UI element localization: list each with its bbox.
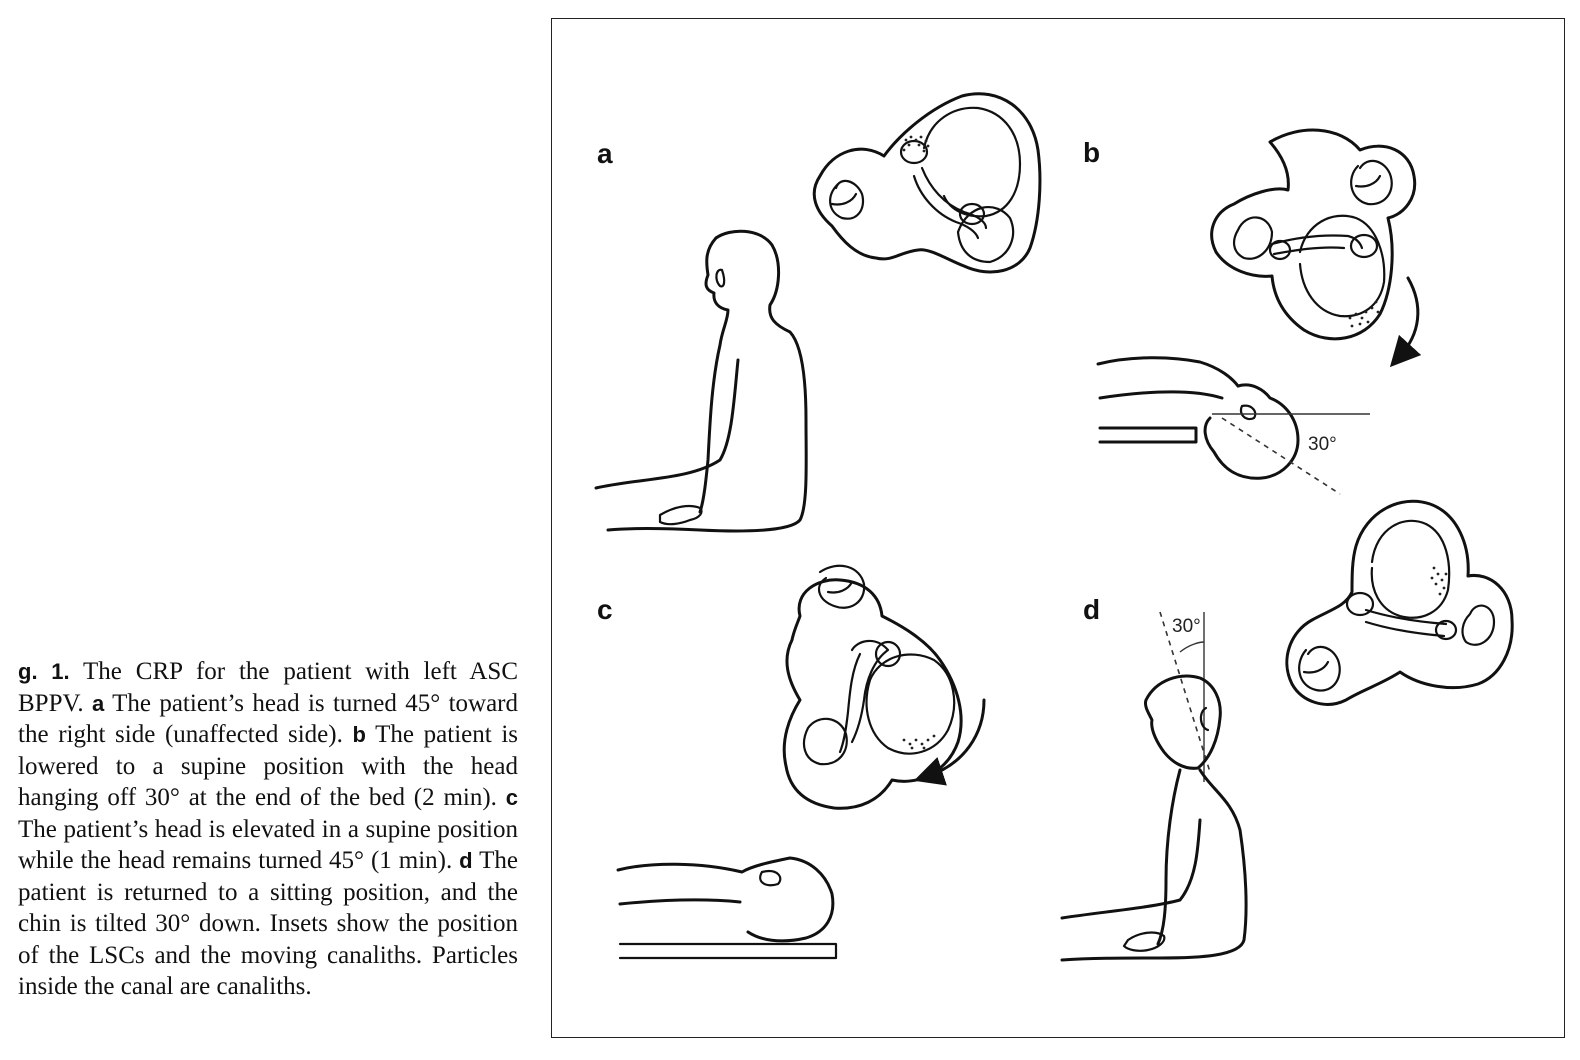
rotation-arrow-c — [913, 698, 986, 786]
labyrinth-inset-a — [812, 92, 1042, 274]
caption-text-c: The patient’s head is elevated in a supi… — [18, 815, 518, 875]
labyrinth-inset-b — [1210, 128, 1422, 368]
caption-text-b: The patient is lowered to a supine posit… — [18, 721, 519, 811]
labyrinth-inset-c — [782, 564, 986, 810]
caption-ref-d: d — [459, 848, 473, 873]
caption-ref-a: a — [91, 690, 105, 716]
rotation-arrow-b — [1389, 276, 1422, 368]
caption-text-a: The patient’s head is turned 45° toward … — [18, 689, 518, 749]
panel-label-a: a — [597, 138, 613, 169]
sitting-patient-a — [594, 229, 808, 533]
sitting-patient-d: 30° — [1060, 611, 1248, 962]
panel-label-b: b — [1083, 137, 1100, 168]
figure-caption: g. 1. The CRP for the patient with left … — [18, 656, 518, 1003]
figure-number: g. 1. — [18, 659, 70, 684]
caption-intro: The CRP for the patient with left ASC BP… — [18, 658, 518, 717]
caption-ref-c: c — [505, 785, 518, 810]
labyrinth-inset-d — [1285, 499, 1514, 706]
figure-frame — [551, 18, 1565, 1038]
caption-ref-b: b — [352, 722, 366, 747]
supine-patient-b: 30° — [1096, 356, 1370, 495]
caption-text-d: The patient is returned to a sitting pos… — [18, 847, 518, 1000]
panel-label-c: c — [597, 594, 613, 625]
supine-patient-c — [616, 856, 838, 960]
head-angle-line-b — [1221, 417, 1341, 495]
angle-label-d: 30° — [1172, 616, 1201, 637]
angle-label-b: 30° — [1308, 434, 1337, 455]
panel-label-d: d — [1083, 594, 1100, 625]
head-angle-line-d — [1159, 611, 1211, 773]
